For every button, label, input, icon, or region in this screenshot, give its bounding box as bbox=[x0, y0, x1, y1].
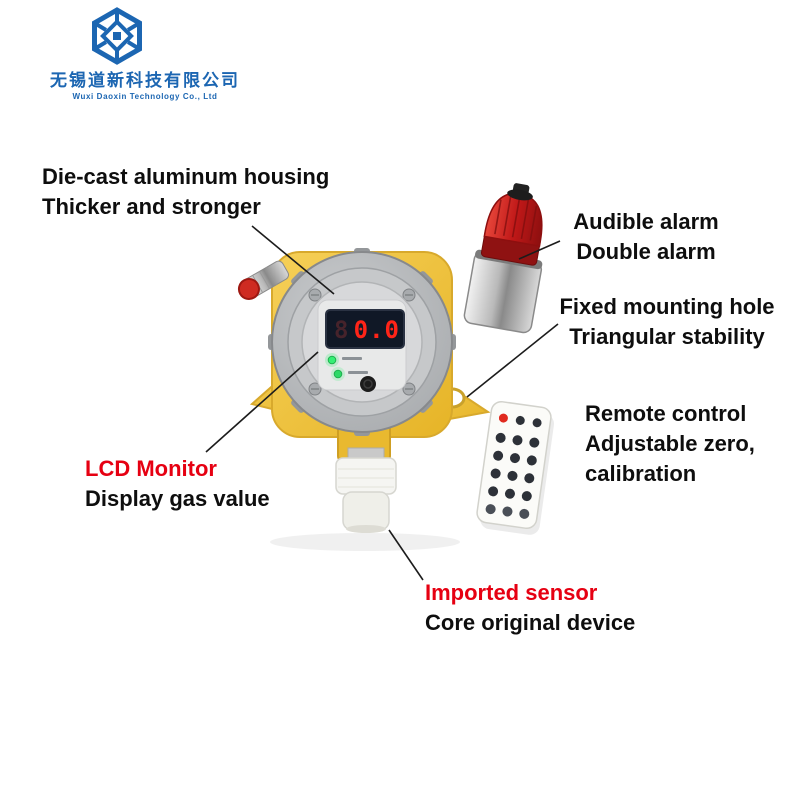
bezel-screws bbox=[308, 288, 416, 396]
remote-power-button bbox=[498, 413, 508, 423]
callout-mounting-line1: Fixed mounting hole bbox=[559, 294, 775, 319]
callout-remote-control: Remote control Adjustable zero, calibrat… bbox=[585, 399, 755, 489]
sensor-bottom-cap bbox=[346, 525, 386, 533]
remote-body bbox=[476, 400, 552, 530]
gas-sensor bbox=[335, 447, 397, 533]
led-green-2 bbox=[333, 369, 343, 379]
gland-red-cap bbox=[237, 278, 260, 300]
brand-name-cn: 无锡道新科技有限公司 bbox=[50, 71, 240, 90]
lcd-display: 8 0.0 bbox=[325, 309, 405, 349]
ground-shadow bbox=[270, 533, 460, 551]
callout-remote-line1: Remote control bbox=[585, 401, 747, 426]
callout-imported-sensor: Imported sensor Core original device bbox=[425, 578, 635, 638]
remote-keypad-bottom bbox=[485, 504, 530, 519]
callout-housing: Die-cast aluminum housing Thicker and st… bbox=[42, 162, 329, 222]
callout-housing-line1: Die-cast aluminum housing bbox=[42, 164, 330, 189]
leader-housing bbox=[251, 225, 335, 295]
lcd-ghost-digit: 8 bbox=[334, 316, 349, 344]
callout-lines bbox=[205, 225, 561, 581]
callout-housing-line2: Thicker and stronger bbox=[42, 194, 261, 219]
leader-lcd bbox=[205, 351, 319, 453]
leader-audible bbox=[518, 240, 561, 260]
front-bezel: 8 0.0 bbox=[268, 248, 456, 436]
logo-mark-icon bbox=[92, 7, 142, 65]
leader-sensor bbox=[388, 529, 424, 581]
cable-gland bbox=[237, 260, 289, 300]
led-green-1 bbox=[327, 355, 337, 365]
leader-mounting bbox=[466, 323, 559, 398]
callout-mounting-hole: Fixed mounting hole Triangular stability bbox=[552, 292, 782, 352]
sensor-lower bbox=[342, 491, 390, 531]
callout-mounting-line2: Triangular stability bbox=[569, 324, 765, 349]
remote-keypad bbox=[488, 432, 540, 502]
callout-audible-alarm: Audible alarm Double alarm bbox=[560, 207, 732, 267]
callout-audible-line2: Double alarm bbox=[576, 239, 716, 264]
beacon-top-cap bbox=[507, 189, 533, 201]
callout-lcd-line2: Display gas value bbox=[85, 486, 270, 511]
beacon-ribs bbox=[494, 194, 538, 241]
callout-audible-line1: Audible alarm bbox=[573, 209, 719, 234]
status-leds bbox=[325, 353, 368, 381]
callout-remote-line3: calibration bbox=[585, 461, 697, 486]
alarm-beacon bbox=[463, 183, 543, 334]
callout-lcd-monitor: LCD Monitor Display gas value bbox=[85, 454, 270, 514]
callout-sensor-line1: Imported sensor bbox=[425, 580, 598, 605]
sensor-upper bbox=[335, 457, 397, 495]
callout-lcd-line1: LCD Monitor bbox=[85, 456, 217, 481]
callout-sensor-line2: Core original device bbox=[425, 610, 636, 635]
remote-control bbox=[476, 400, 555, 535]
remote-button bbox=[515, 415, 525, 425]
callout-remote-line2: Adjustable zero, bbox=[585, 431, 755, 456]
lcd-value: 0.0 bbox=[354, 316, 400, 344]
brand-logo: 无锡道新科技有限公司 Wuxi Daoxin Technology Co., L… bbox=[30, 6, 260, 101]
remote-button bbox=[532, 418, 542, 428]
brand-name-en: Wuxi Daoxin Technology Co., Ltd bbox=[72, 92, 218, 101]
buzzer bbox=[360, 376, 376, 392]
